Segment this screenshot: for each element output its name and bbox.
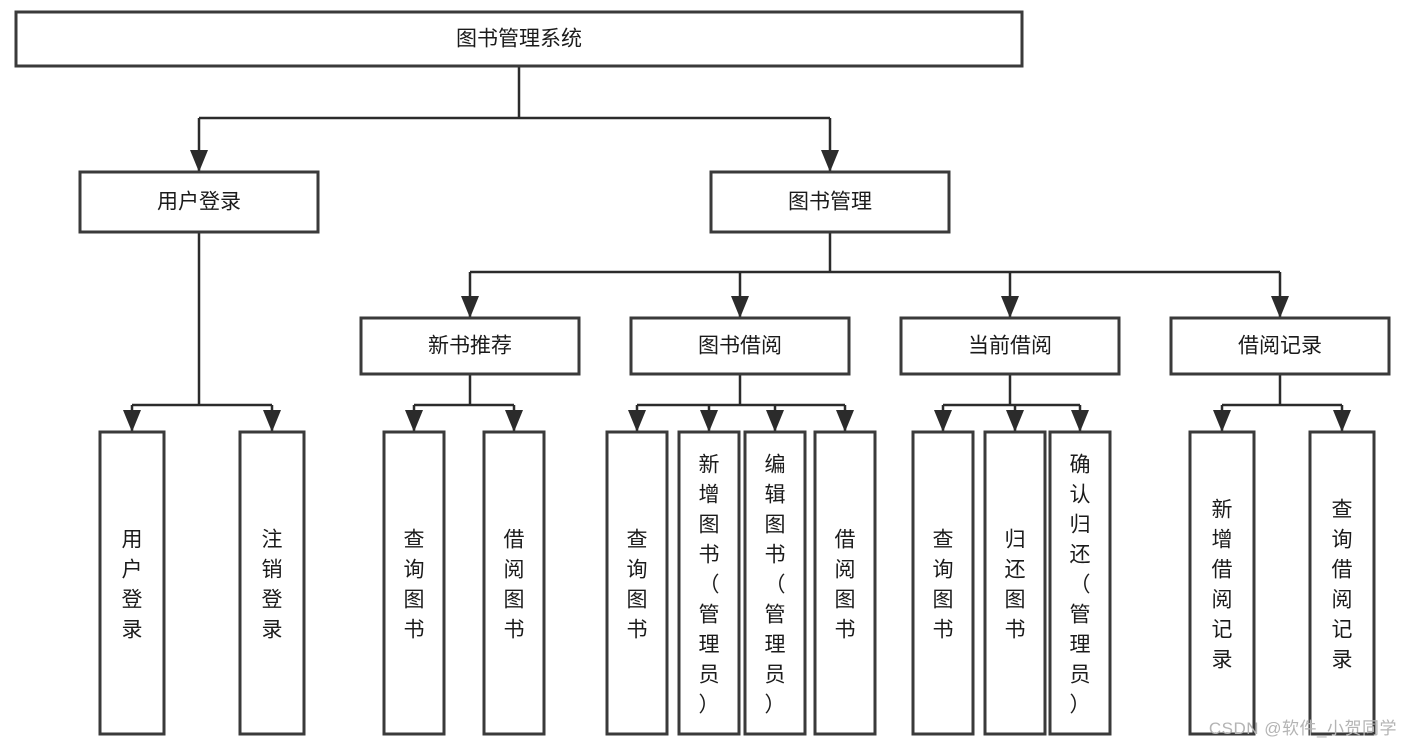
node-label-leaf-edit-book: 编辑图书（管理员） xyxy=(765,453,786,716)
node-leaf-return-book[interactable]: 归还图书 xyxy=(983,430,1047,736)
node-label-leaf-user-login: 用户登录 xyxy=(122,528,143,641)
node-leaf-query-record[interactable]: 查询借阅记录 xyxy=(1308,430,1376,736)
node-label-leaf-add-book: 新增图书（管理员） xyxy=(699,453,720,716)
node-label-leaf-confirm-return: 确认归还（管理员） xyxy=(1070,453,1091,716)
arrow-head-icon xyxy=(700,410,718,432)
node-current-borrow[interactable]: 当前借阅 xyxy=(899,316,1121,376)
node-label-leaf-query-book-3: 查询图书 xyxy=(933,528,954,641)
node-label-leaf-user-logout: 注销登录 xyxy=(262,528,283,641)
node-box-leaf-query-book-1[interactable] xyxy=(382,430,446,736)
arrow-head-icon xyxy=(461,296,479,318)
arrow-head-icon xyxy=(263,410,281,432)
node-box-leaf-add-book[interactable] xyxy=(677,430,741,736)
node-new-book-recommend[interactable]: 新书推荐 xyxy=(359,316,581,376)
arrow-head-icon xyxy=(505,410,523,432)
node-leaf-edit-book[interactable]: 编辑图书（管理员） xyxy=(743,430,807,736)
node-label-book-borrow: 图书借阅 xyxy=(698,335,782,358)
arrow-head-icon xyxy=(1071,410,1089,432)
node-box-leaf-add-record[interactable] xyxy=(1188,430,1256,736)
node-label-book-management: 图书管理 xyxy=(788,191,872,214)
node-user-login[interactable]: 用户登录 xyxy=(78,170,320,234)
node-book-borrow[interactable]: 图书借阅 xyxy=(629,316,851,376)
arrow-head-icon xyxy=(628,410,646,432)
node-label-leaf-return-book: 归还图书 xyxy=(1005,528,1026,641)
node-leaf-query-book-3[interactable]: 查询图书 xyxy=(911,430,975,736)
node-box-leaf-borrow-book-1[interactable] xyxy=(482,430,546,736)
node-leaf-confirm-return[interactable]: 确认归还（管理员） xyxy=(1048,430,1112,736)
node-box-book-management[interactable] xyxy=(709,170,951,234)
node-box-root[interactable] xyxy=(14,10,1024,68)
arrow-head-icon xyxy=(1213,410,1231,432)
node-root[interactable]: 图书管理系统 xyxy=(14,10,1024,68)
node-label-leaf-query-record: 查询借阅记录 xyxy=(1332,498,1353,671)
node-leaf-query-book-1[interactable]: 查询图书 xyxy=(382,430,446,736)
node-box-leaf-confirm-return[interactable] xyxy=(1048,430,1112,736)
arrow-head-icon xyxy=(1006,410,1024,432)
node-leaf-user-logout[interactable]: 注销登录 xyxy=(238,430,306,736)
node-label-leaf-query-book-1: 查询图书 xyxy=(404,528,425,641)
arrow-head-icon xyxy=(934,410,952,432)
node-box-user-login[interactable] xyxy=(78,170,320,234)
arrow-head-icon xyxy=(731,296,749,318)
node-label-root: 图书管理系统 xyxy=(456,28,582,51)
connector-layer xyxy=(123,66,1351,432)
node-label-leaf-add-record: 新增借阅记录 xyxy=(1212,498,1233,671)
node-leaf-add-record[interactable]: 新增借阅记录 xyxy=(1188,430,1256,736)
arrow-head-icon xyxy=(766,410,784,432)
node-box-borrow-record[interactable] xyxy=(1169,316,1391,376)
arrow-head-icon xyxy=(1333,410,1351,432)
node-label-new-book-recommend: 新书推荐 xyxy=(428,335,512,358)
node-label-leaf-query-book-2: 查询图书 xyxy=(627,528,648,641)
node-label-leaf-borrow-book-2: 借阅图书 xyxy=(835,528,856,641)
node-borrow-record[interactable]: 借阅记录 xyxy=(1169,316,1391,376)
arrow-head-icon xyxy=(1271,296,1289,318)
node-box-leaf-user-logout[interactable] xyxy=(238,430,306,736)
arrow-head-icon xyxy=(1001,296,1019,318)
node-box-leaf-query-book-3[interactable] xyxy=(911,430,975,736)
node-leaf-add-book[interactable]: 新增图书（管理员） xyxy=(677,430,741,736)
node-box-leaf-query-record[interactable] xyxy=(1308,430,1376,736)
node-label-user-login: 用户登录 xyxy=(157,191,241,214)
node-box-leaf-return-book[interactable] xyxy=(983,430,1047,736)
arrow-head-icon xyxy=(123,410,141,432)
arrow-head-icon xyxy=(821,150,839,172)
arrow-head-icon xyxy=(405,410,423,432)
node-label-borrow-record: 借阅记录 xyxy=(1238,335,1322,358)
node-label-leaf-borrow-book-1: 借阅图书 xyxy=(504,528,525,641)
node-box-current-borrow[interactable] xyxy=(899,316,1121,376)
arrow-head-icon xyxy=(836,410,854,432)
node-layer: 图书管理系统用户登录图书管理新书推荐图书借阅当前借阅借阅记录用户登录注销登录查询… xyxy=(14,10,1391,736)
node-leaf-borrow-book-1[interactable]: 借阅图书 xyxy=(482,430,546,736)
node-leaf-query-book-2[interactable]: 查询图书 xyxy=(605,430,669,736)
node-box-leaf-query-book-2[interactable] xyxy=(605,430,669,736)
node-box-book-borrow[interactable] xyxy=(629,316,851,376)
node-book-management[interactable]: 图书管理 xyxy=(709,170,951,234)
node-leaf-borrow-book-2[interactable]: 借阅图书 xyxy=(813,430,877,736)
node-leaf-user-login[interactable]: 用户登录 xyxy=(98,430,166,736)
node-box-new-book-recommend[interactable] xyxy=(359,316,581,376)
node-box-leaf-edit-book[interactable] xyxy=(743,430,807,736)
node-box-leaf-user-login[interactable] xyxy=(98,430,166,736)
node-box-leaf-borrow-book-2[interactable] xyxy=(813,430,877,736)
arrow-head-icon xyxy=(190,150,208,172)
node-label-current-borrow: 当前借阅 xyxy=(968,335,1052,358)
